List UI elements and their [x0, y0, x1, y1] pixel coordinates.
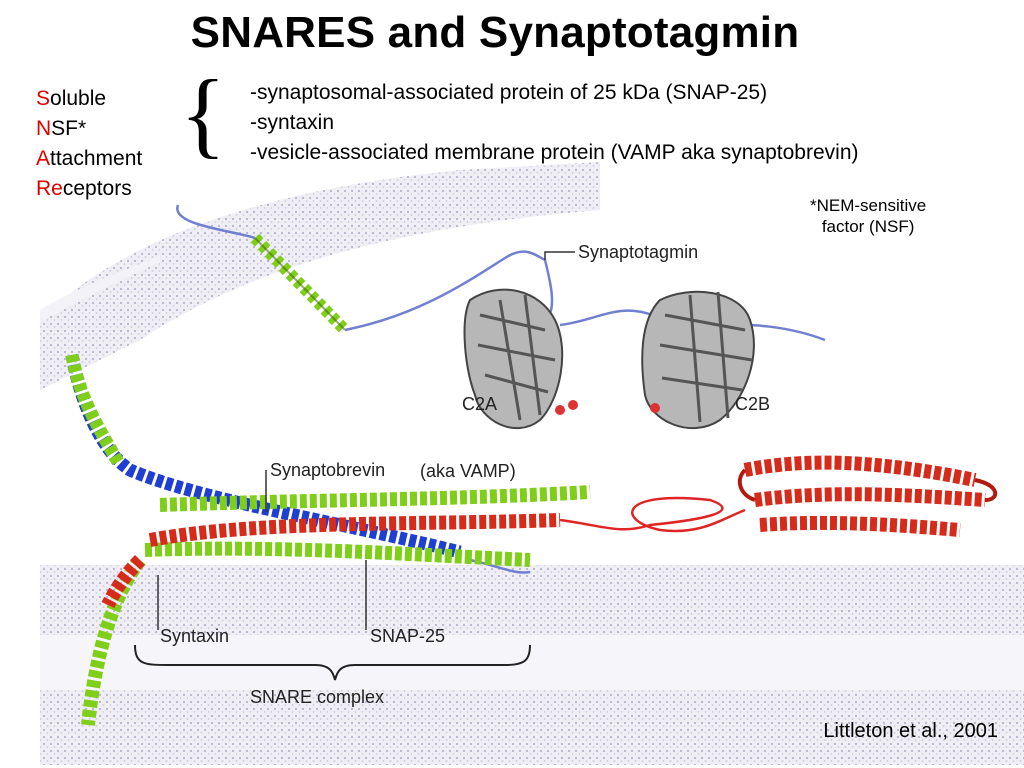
- definition-snap25: -synaptosomal-associated protein of 25 k…: [250, 81, 768, 104]
- plasma-membrane-bottom: [40, 690, 1024, 765]
- acronym-rest: ceptors: [62, 177, 132, 200]
- c2b-domain: [641, 290, 755, 430]
- definition-vamp: -vesicle-associated membrane protein (VA…: [250, 141, 859, 164]
- snare-complex-label: SNARE complex: [250, 687, 384, 707]
- curly-brace: {: [180, 60, 227, 167]
- acronym-line-n: NSF*: [36, 114, 142, 144]
- c2a-label: C2A: [462, 394, 497, 414]
- syntaxin-helix: [148, 513, 561, 547]
- syntaxin-tm-helix: [81, 555, 146, 726]
- snare-acronym: Soluble NSF* Attachment Receptors: [36, 84, 142, 204]
- acronym-line-s: Soluble: [36, 84, 142, 114]
- acronym-rest: ttachment: [50, 147, 143, 170]
- syntaxin-habc-domain: [737, 455, 998, 537]
- snare-definitions: -synaptosomal-associated protein of 25 k…: [250, 78, 859, 168]
- c2b-label: C2B: [735, 394, 770, 414]
- snap25-helix-2: [144, 541, 531, 567]
- acronym-rest: oluble: [50, 87, 107, 110]
- plasma-membrane-top: [40, 565, 1024, 635]
- acronym-line-a: Attachment: [36, 144, 142, 174]
- snare-complex-bracket: [134, 644, 531, 681]
- page-title: SNARES and Synaptotagmin: [190, 8, 800, 57]
- snap25-label: SNAP-25: [370, 626, 445, 646]
- snap25-helix-1: [159, 485, 591, 512]
- synaptobrevin-label: Synaptobrevin: [270, 460, 385, 480]
- acronym-line-re: Receptors: [36, 174, 142, 204]
- c2a-domain: [463, 288, 578, 430]
- acronym-highlight: A: [36, 147, 51, 170]
- syntaxin-label: Syntaxin: [160, 626, 229, 646]
- definition-syntaxin: -syntaxin: [250, 111, 335, 134]
- acronym-rest: SF*: [51, 117, 87, 140]
- acronym-highlight: S: [36, 87, 51, 110]
- membrane-gap: [40, 635, 1024, 690]
- nsf-footnote-line-2: factor (NSF): [821, 217, 915, 236]
- nsf-footnote: *NEM-sensitive factor (NSF): [810, 195, 926, 237]
- vesicle-membrane: [40, 162, 600, 390]
- nsf-footnote-line-1: *NEM-sensitive: [810, 196, 927, 215]
- syntaxin-linker: [559, 496, 746, 533]
- vesicle-membrane-inner: [40, 255, 160, 322]
- synaptobrevin-tm-helix: [65, 353, 124, 466]
- acronym-highlight: Re: [36, 177, 63, 200]
- citation: Littleton et al., 2001: [823, 720, 998, 742]
- acronym-highlight: N: [36, 117, 52, 140]
- synaptotagmin-label: Synaptotagmin: [578, 242, 698, 262]
- synaptotagmin-leader: [544, 251, 575, 260]
- aka-vamp-label: (aka VAMP): [420, 461, 516, 481]
